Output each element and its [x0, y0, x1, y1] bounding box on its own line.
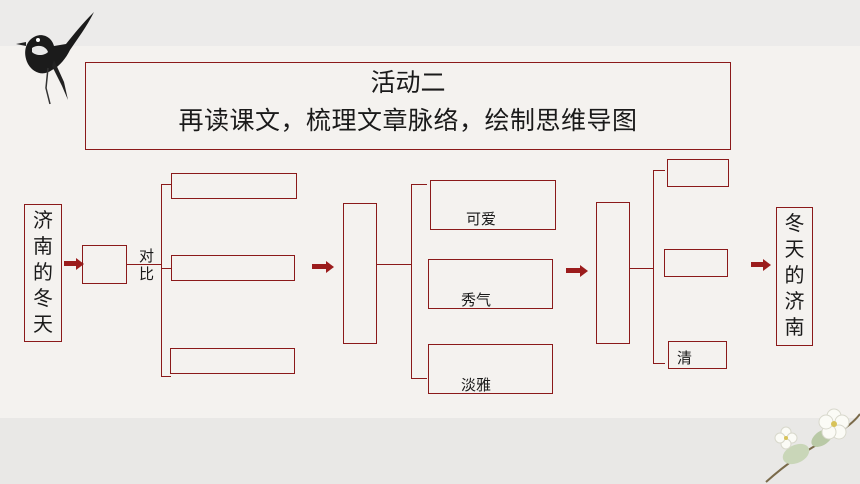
feature-item-3: 淡雅: [428, 344, 553, 394]
middle-item-2: [171, 255, 295, 281]
bracket-2-bottom: [411, 378, 427, 379]
blank-tall-box-2: [596, 202, 630, 344]
bracket-3-spine: [653, 170, 654, 363]
right-item-3: 清: [668, 341, 727, 369]
bottom-decor-band: [0, 418, 860, 484]
feature-item-2-label: 秀气: [461, 291, 492, 309]
bracket-2-top: [411, 184, 427, 185]
arrow-3: [566, 268, 580, 273]
bracket-2-connector: [377, 264, 411, 265]
top-decor-band: [0, 0, 860, 46]
activity-title: 活动二: [370, 68, 446, 97]
arrow-4: [751, 262, 763, 267]
source-title-text: 济南的冬天: [33, 208, 53, 336]
right-item-3-label: 清: [677, 349, 693, 367]
target-title-box: 冬天的济南: [776, 207, 813, 346]
bracket-1-bottom: [161, 376, 171, 377]
feature-item-3-label: 淡雅: [461, 376, 492, 394]
feature-item-2: 秀气: [428, 259, 553, 309]
flower-illustration: [765, 408, 860, 483]
middle-item-3: [170, 348, 295, 374]
bracket-1-mid: [161, 268, 171, 269]
activity-instruction: 再读课文，梳理文章脉络，绘制思维导图: [178, 106, 638, 135]
source-title-box: 济南的冬天: [24, 204, 62, 342]
arrow-4-head: [763, 259, 771, 271]
arrow-1: [64, 261, 76, 266]
blank-tall-box-1: [343, 203, 377, 344]
right-item-2: [664, 249, 728, 277]
target-title-text: 冬天的济南: [784, 211, 805, 339]
arrow-2-head: [326, 261, 334, 273]
magpie-illustration: [16, 12, 94, 105]
arrow-3-head: [580, 265, 588, 277]
bracket-1-connector: [127, 264, 161, 265]
arrow-1-head: [76, 258, 84, 270]
feature-item-1: 可爱: [430, 180, 556, 230]
bracket-1-spine: [161, 184, 162, 376]
right-item-1: [667, 159, 729, 187]
bracket-1-top: [161, 184, 171, 185]
middle-item-1: [171, 173, 297, 199]
contrast-label: 对比: [139, 247, 155, 283]
bracket-3-connector: [630, 268, 653, 269]
bracket-3-top: [653, 170, 665, 171]
blank-box-1: [82, 245, 127, 284]
bracket-2-spine: [411, 184, 412, 378]
bracket-3-bottom: [653, 363, 665, 364]
arrow-2: [312, 264, 326, 269]
activity-title-box: 活动二 再读课文，梳理文章脉络，绘制思维导图: [85, 62, 731, 150]
feature-item-1-label: 可爱: [466, 210, 497, 228]
